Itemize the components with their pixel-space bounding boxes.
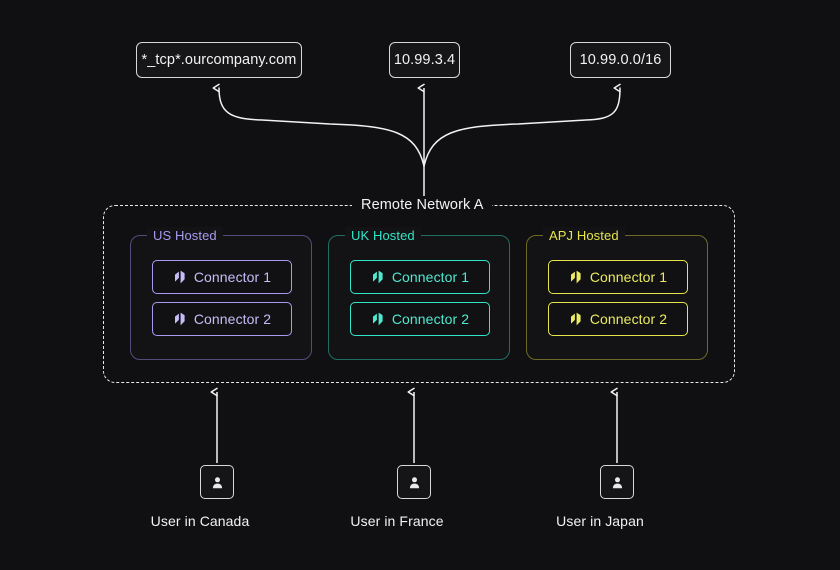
group-us-hosted: US Hosted Connector 1 Connector 2 [130,227,312,360]
group-apj-hosted: APJ Hosted Connector 1 Connector 2 [526,227,708,360]
user-label: User in Japan [556,513,644,529]
connector-item[interactable]: Connector 1 [350,260,490,294]
destination-box-cidr: 10.99.0.0/16 [570,42,671,78]
remote-network-title: Remote Network A [352,196,493,215]
leaf-icon [372,312,383,326]
connector-label: Connector 2 [193,311,272,327]
user-box [600,465,634,499]
connector-item[interactable]: Connector 2 [548,302,688,336]
group-title: APJ Hosted [543,227,625,244]
leaf-icon [570,312,581,326]
connector-item[interactable]: Connector 1 [548,260,688,294]
connector-label: Connector 1 [391,269,470,285]
connector-label: Connector 1 [193,269,272,285]
connector-label: Connector 1 [589,269,668,285]
group-title: UK Hosted [345,227,421,244]
user-icon [612,476,622,488]
group-title: US Hosted [147,227,223,244]
user-box [200,465,234,499]
leaf-icon [174,270,185,284]
connector-item[interactable]: Connector 2 [152,302,292,336]
destination-box-ip: 10.99.3.4 [389,42,460,78]
destination-box-domain: *_tcp*.ourcompany.com [136,42,302,78]
user-label: User in Canada [150,513,250,529]
user-icon [212,476,222,488]
user-label: User in France [350,513,444,529]
connector-item[interactable]: Connector 1 [152,260,292,294]
connector-label: Connector 2 [391,311,470,327]
connector-label: Connector 2 [589,311,668,327]
connector-item[interactable]: Connector 2 [350,302,490,336]
user-box [397,465,431,499]
leaf-icon [174,312,185,326]
group-uk-hosted: UK Hosted Connector 1 Connector 2 [328,227,510,360]
leaf-icon [570,270,581,284]
leaf-icon [372,270,383,284]
user-icon [409,476,419,488]
